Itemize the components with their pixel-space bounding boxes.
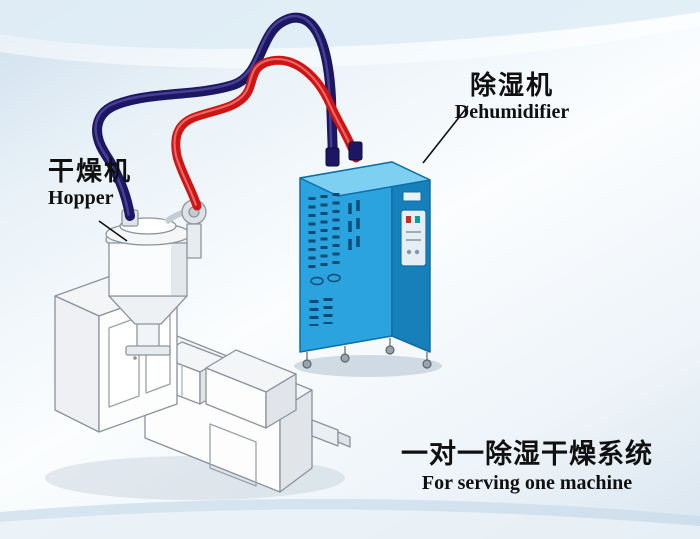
cabinet-door-left <box>108 316 140 408</box>
vent-slots <box>308 193 360 326</box>
return-air-hose-highlight <box>94 15 333 216</box>
round-vent-left <box>310 276 324 286</box>
dry-air-hose-highlight <box>173 58 356 206</box>
control-panel <box>400 209 427 267</box>
die-tip <box>337 431 351 448</box>
cabinet-left-face <box>54 295 100 433</box>
caption-zh: 一对一除湿干燥系统 <box>401 439 653 469</box>
hopper-mount-plate <box>125 345 171 356</box>
hopper-label: 干燥机 Hopper <box>48 158 132 209</box>
leader-lines <box>98 105 469 242</box>
dehumidifier-label: 除湿机 Dehumidifier <box>432 72 592 123</box>
control-box-right <box>265 373 297 429</box>
return-port <box>325 147 340 167</box>
die-head <box>311 419 339 447</box>
panel-indicator-teal <box>415 216 420 223</box>
hopper-leader-line <box>98 220 128 242</box>
hopper-label-en: Hopper <box>48 187 114 210</box>
dehumidifier-cabinet <box>299 161 432 369</box>
dehumidifier-top-face <box>299 161 431 197</box>
panel-indicator-red <box>406 216 411 223</box>
air-hoses <box>92 12 361 221</box>
hose-ports <box>325 141 363 167</box>
side-label-plate <box>402 191 422 202</box>
system-caption: 一对一除湿干燥系统 For serving one machine <box>382 440 672 494</box>
dehumidifier-leader-line <box>422 105 469 164</box>
extruder-machine <box>54 267 351 493</box>
dehumidifier-label-en: Dehumidifier <box>454 101 570 124</box>
round-vent-right <box>327 273 341 283</box>
caption-en: For serving one machine <box>421 472 633 495</box>
hopper-label-zh: 干燥机 <box>48 157 133 186</box>
loader-duct <box>186 223 202 259</box>
extruder-body-door <box>209 423 257 487</box>
hopper-body-shade <box>171 235 186 295</box>
hopper-dryer <box>105 199 207 356</box>
dehumidifier-label-zh: 除湿机 <box>469 71 554 100</box>
supply-port <box>348 141 363 161</box>
casters <box>302 338 432 369</box>
